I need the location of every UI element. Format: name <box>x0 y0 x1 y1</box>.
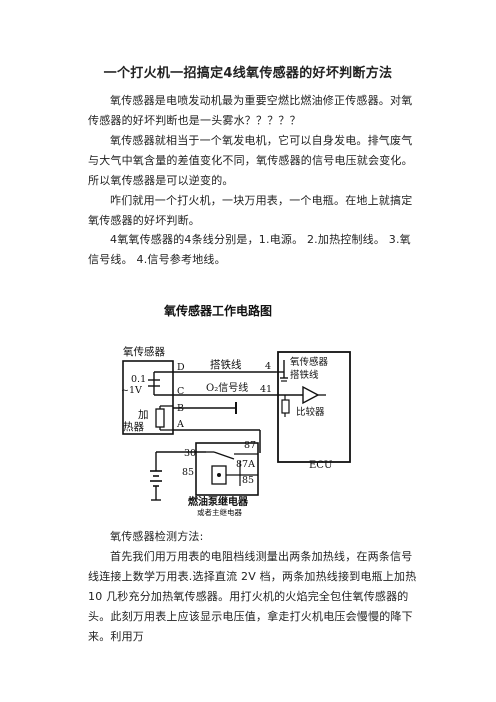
ecu-pin-41: 41 <box>260 384 272 395</box>
relay-sublabel: 或者主继电器 <box>197 507 242 517</box>
ground-wire-label: 搭铁线 <box>210 358 242 371</box>
intro-paragraph: 氧传感器是电喷发动机最为重要空燃比燃油修正传感器。对氧传感器的好坏判断也是一头雾… <box>88 94 413 127</box>
relay-pin-87a: 87A <box>236 459 255 470</box>
circuit-diagram: 氧传感器工作电路图 氧传感器 0.1 ~1V 加 热器 D C B A 搭铁线 … <box>121 303 351 517</box>
wires-paragraph: 4氧氧传感器的4条线分别是，1.电源。 2.加热控制线。 3.氧信号线。 4.信… <box>88 233 411 266</box>
relay-pin-30: 30 <box>184 448 196 459</box>
comparator-symbol <box>302 385 320 405</box>
signal-wire-label: O₂信号线 <box>206 381 248 394</box>
principle-paragraph: 氧传感器就相当于一个氧发电机，它可以自身发电。排气废气与大气中氧含量的差值变化不… <box>88 134 413 187</box>
heater-label-2: 热器 <box>123 420 144 433</box>
document-title: 一个打火机一招搞定4线氧传感器的好坏判断方法 <box>103 66 393 81</box>
relay-pin-87: 87 <box>244 440 256 451</box>
ecu-sensor-label-2: 搭铁线 <box>290 369 319 381</box>
voltage-label-bottom: ~1V <box>121 385 142 396</box>
voltage-label-top: 0.1 <box>131 374 146 385</box>
sensor-label: 氧传感器 <box>123 345 165 358</box>
ecu-sensor-label-1: 氧传感器 <box>290 356 329 368</box>
pin-a-label: A <box>176 419 184 430</box>
relay-label: 燃油泵继电器 <box>188 495 249 508</box>
section-heading: 氧传感器检测方法: <box>110 530 204 543</box>
comparator-label: 比较器 <box>296 406 325 418</box>
sensor-box <box>122 360 174 435</box>
ecu-label: ECU <box>309 460 332 471</box>
tools-paragraph: 咋们就用一个打火机，一块万用表，一个电瓶。在地上就搞定氧传感器的好坏判断。 <box>88 194 413 227</box>
pin-c-label: C <box>177 386 184 397</box>
diagram-title: 氧传感器工作电路图 <box>163 303 272 318</box>
relay-pin-85-right: 85 <box>242 475 254 486</box>
pin-d-label: D <box>177 362 185 373</box>
heater-label-1: 加 <box>138 409 149 421</box>
relay-box <box>195 442 259 496</box>
ecu-box <box>277 351 351 463</box>
ecu-pin-4: 4 <box>265 361 271 372</box>
method-paragraph: 首先我们用万用表的电阻档线测量出两条加热线，在两条信号线连接上数学万用表.选择直… <box>88 550 417 643</box>
relay-pin-85-left: 85 <box>182 467 194 478</box>
